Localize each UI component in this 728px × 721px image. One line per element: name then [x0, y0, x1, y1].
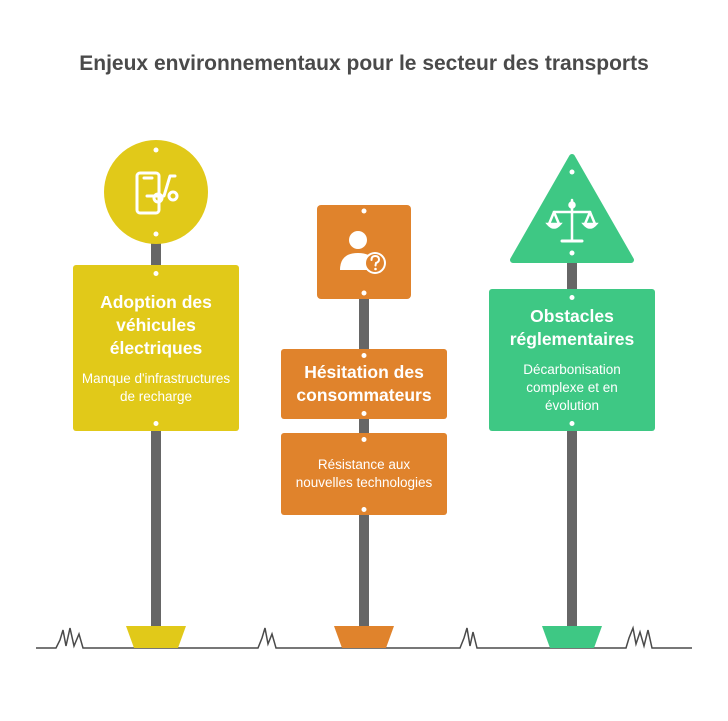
page-title: Enjeux environnementaux pour le secteur … — [79, 52, 649, 75]
base-2 — [334, 626, 394, 648]
sign-adoption: Adoption des véhicules électriques Manqu… — [73, 265, 239, 431]
phone-scooter-icon — [135, 171, 179, 215]
sign-hesitation-description: Résistance aux nouvelles technologies — [281, 433, 447, 515]
pole-1 — [151, 235, 161, 627]
base-1 — [126, 626, 186, 648]
sign-obstacles: Obstacles réglementaires Décarbonisation… — [489, 289, 655, 431]
sign-hesitation: Hésitation des consommateurs — [281, 349, 447, 419]
sign-heading: Adoption des véhicules électriques — [100, 291, 212, 358]
sign-description: Manque d'infrastructures de recharge — [81, 370, 231, 404]
base-3 — [542, 626, 602, 648]
pole-3 — [567, 258, 577, 627]
person-question-icon — [340, 231, 386, 274]
circle-sign — [104, 140, 208, 244]
sign-heading: Obstacles réglementaires — [509, 306, 635, 349]
scales-icon — [545, 198, 599, 243]
sign-description: Résistance aux nouvelles technologies — [295, 457, 433, 490]
sign-heading: Hésitation des consommateurs — [296, 362, 432, 405]
sign-description: Décarbonisation complexe et en évolution — [523, 362, 621, 413]
square-sign — [317, 205, 411, 299]
